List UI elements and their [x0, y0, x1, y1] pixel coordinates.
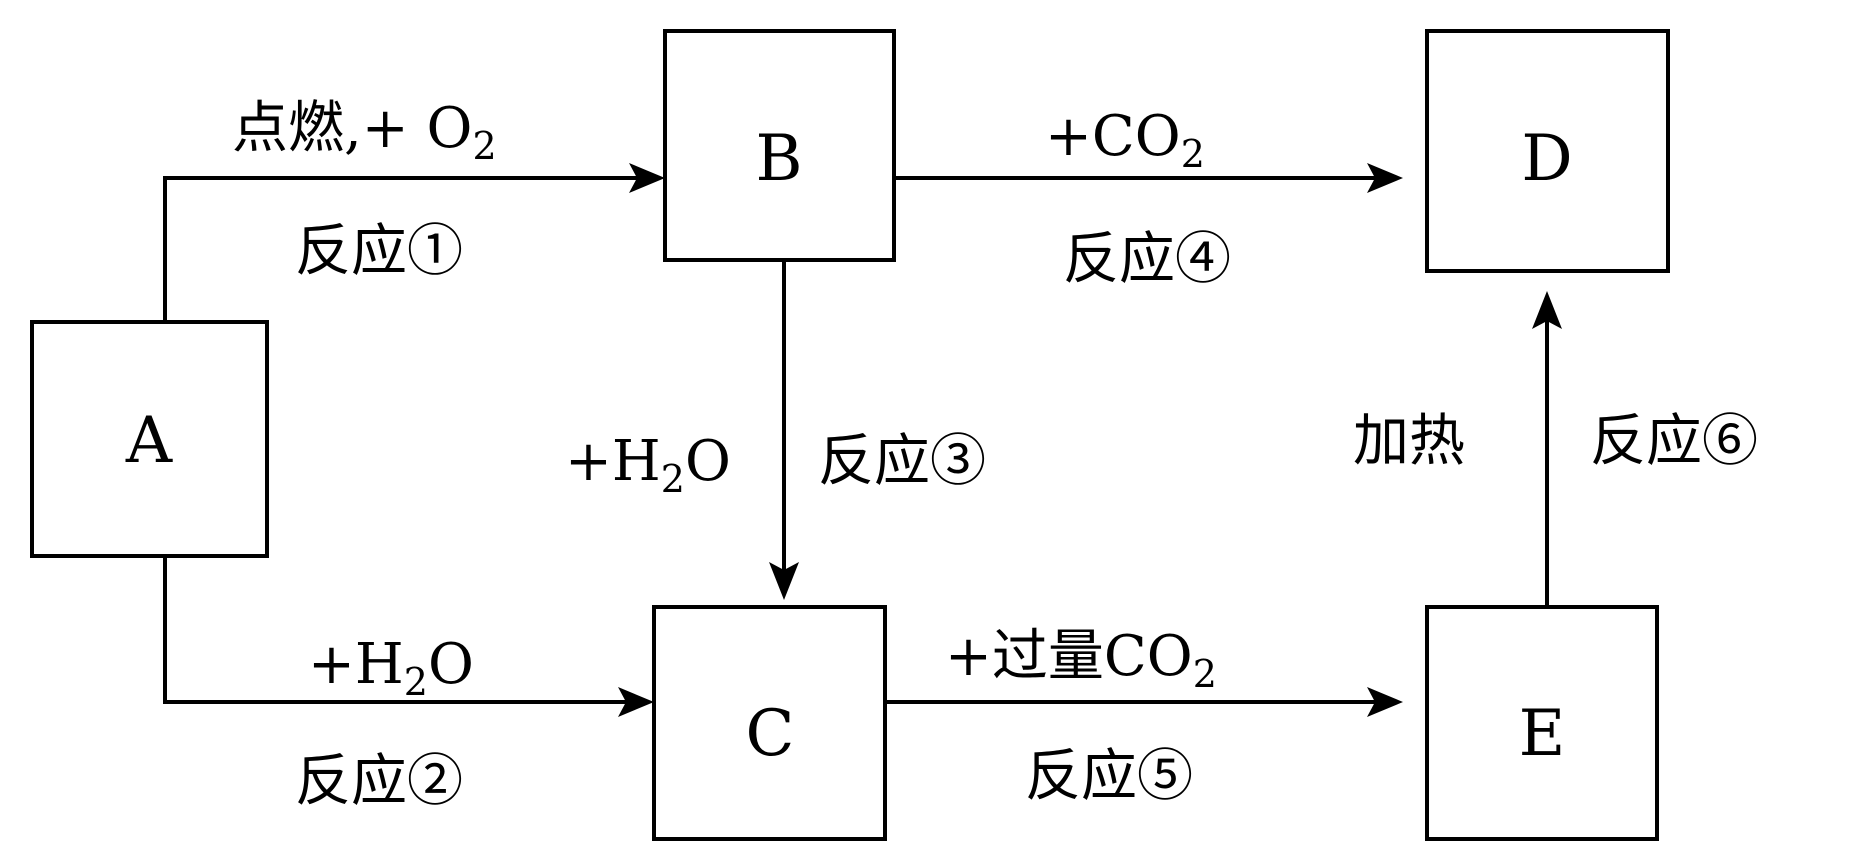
- edge-b-to-d-reaction: 反应④: [1063, 227, 1231, 292]
- node-a: A: [30, 320, 269, 558]
- edge-b-to-c-reaction: 反应③: [818, 429, 986, 494]
- edge-e-to-d: [1532, 291, 1562, 607]
- edge-c-to-e-reaction: 反应⑤: [1025, 744, 1193, 809]
- edge-e-to-d-condition: 加热: [1353, 409, 1465, 474]
- node-d-label: D: [1521, 122, 1572, 196]
- node-e: E: [1425, 605, 1659, 841]
- node-d: D: [1425, 29, 1670, 273]
- arrow-b-to-c-head: [769, 562, 799, 600]
- arrow-a-to-c-head: [618, 687, 654, 717]
- edge-a-to-c-condition: +H2O: [308, 632, 474, 704]
- node-c: C: [652, 605, 887, 841]
- edge-c-to-e: [885, 687, 1403, 717]
- arrow-c-to-e-head: [1367, 687, 1403, 717]
- edge-a-to-b-reaction: 反应①: [295, 219, 463, 284]
- node-e-label: E: [1519, 697, 1566, 771]
- edge-a-to-c-reaction: 反应②: [295, 749, 463, 814]
- node-b-label: B: [755, 122, 802, 196]
- edge-b-to-d-condition: +CO2: [1045, 104, 1205, 176]
- node-b: B: [663, 29, 896, 262]
- arrow-e-to-d-head: [1532, 291, 1562, 329]
- edge-b-to-c: [769, 260, 799, 600]
- edge-a-to-b: [163, 163, 665, 322]
- edge-b-to-d: [894, 163, 1403, 193]
- arrow-a-to-b-head: [629, 163, 665, 193]
- node-c-label: C: [746, 697, 795, 771]
- edge-a-to-b-condition: 点燃,+ O2: [232, 96, 497, 168]
- arrow-a-to-c-line: [163, 556, 630, 704]
- edge-b-to-c-condition: +H2O: [565, 429, 731, 501]
- arrow-a-to-b-line: [163, 176, 640, 322]
- edge-e-to-d-reaction: 反应⑥: [1590, 409, 1758, 474]
- edge-a-to-c: [163, 556, 654, 717]
- arrow-b-to-d-head: [1367, 163, 1403, 193]
- node-a-label: A: [125, 404, 173, 478]
- edge-c-to-e-condition: +过量CO2: [945, 624, 1217, 696]
